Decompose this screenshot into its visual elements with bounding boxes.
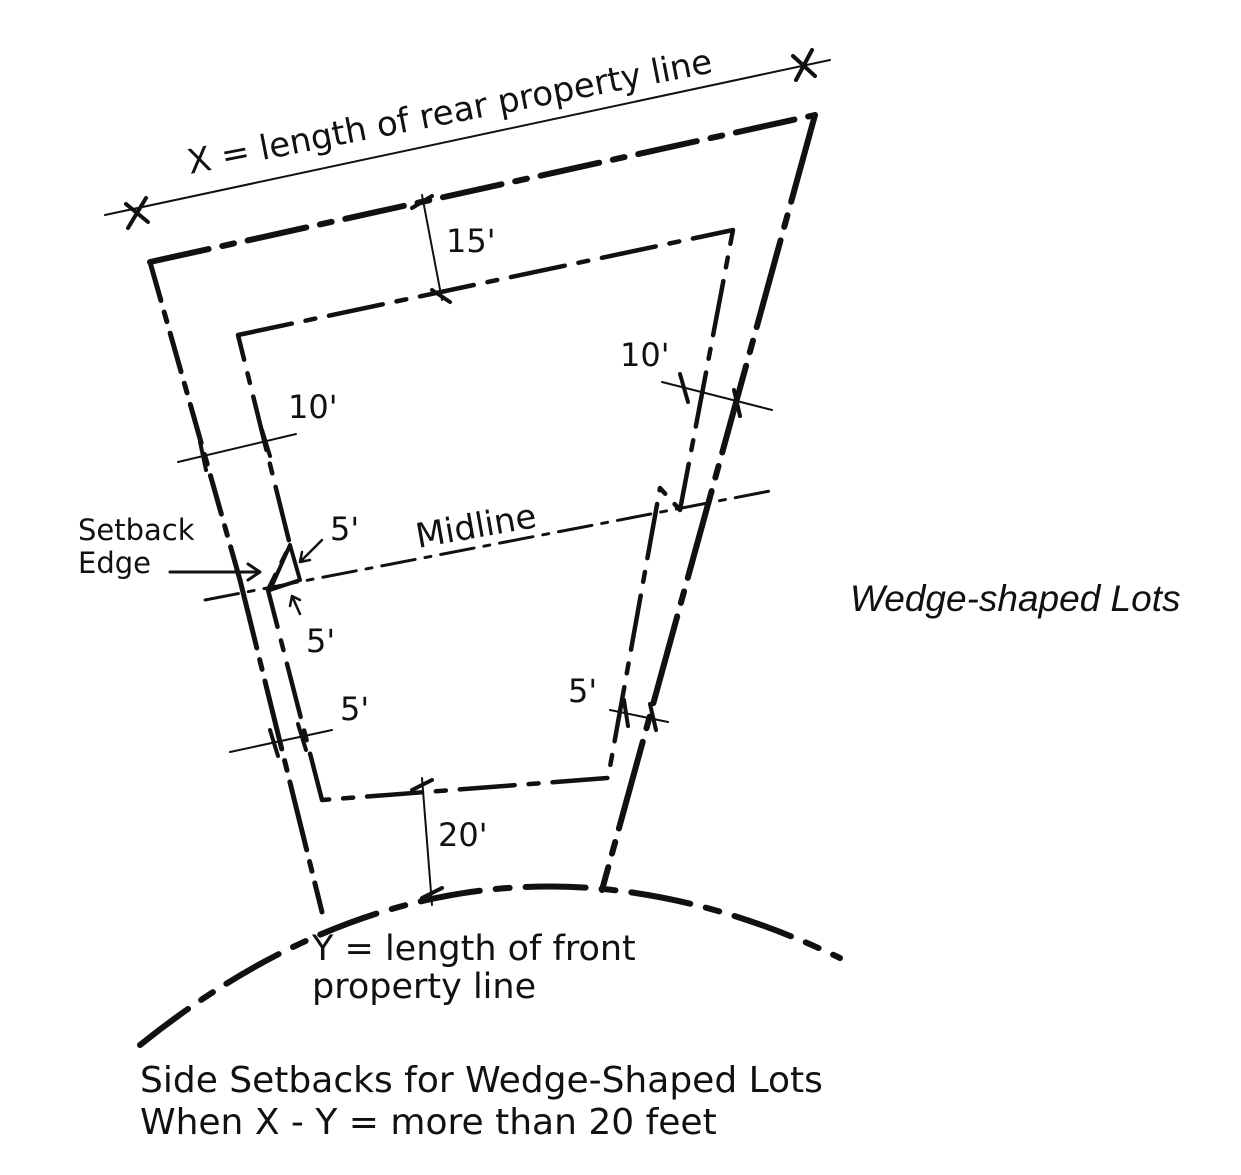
front-setback-label: 20' [438,816,488,854]
right-lower-dim [609,709,669,723]
left-lower-ticks [268,722,308,758]
front-setback-dim [421,777,433,906]
right-upper-ticks [678,372,742,418]
rear-dimension-line [104,59,831,216]
right-upper-setback-label: 10' [620,336,670,374]
rear-dimension-tick-right [791,48,817,82]
left-property-line-lower [237,577,325,915]
jog-triangle [268,543,302,592]
front-line-label-line1: Y = length of front [312,929,636,969]
jog-upper-label: 5' [330,510,359,548]
midline-label: Midline [413,496,540,557]
front-setback-ticks [410,778,444,900]
rear-setback-ticks [410,194,452,304]
caption-line2: When X - Y = more than 20 feet [140,1102,717,1143]
setback-edge-line2: Edge [78,546,151,580]
right-lower-setback-label: 5' [568,672,597,710]
rear-setback-label: 15' [446,222,496,260]
figure-title: Wedge-shaped Lots [850,578,1181,619]
caption-line1: Side Setbacks for Wedge-Shaped Lots [140,1060,823,1101]
setback-edge-arrow [168,562,262,582]
figure-caption: Side Setbacks for Wedge-Shaped Lots When… [140,1060,823,1144]
rear-setback-dim [421,194,443,301]
front-line-label-line2: property line [312,967,537,1007]
front-property-line [137,883,843,1048]
rear-property-line [147,112,818,265]
front-line-label: Y = length of front property line [312,930,636,1006]
left-upper-dim [177,433,297,463]
left-upper-ticks [198,428,272,472]
rear-dimension-tick-left [124,196,150,230]
left-upper-setback-label: 10' [288,388,338,426]
left-lower-dim [229,729,333,753]
midline [203,488,777,602]
left-lower-setback-label-text: 5' [340,690,369,728]
setback-edge-line1: Setback [78,513,195,547]
jog-arrow-lower [288,594,302,616]
setback-edge-label: Setback Edge [78,514,195,580]
right-lower-ticks [622,698,658,732]
jog-lower-label: 5' [306,622,335,660]
left-property-line-upper [147,259,243,583]
rear-line-label: X = length of rear property line [184,42,715,183]
jog-arrow-upper [298,538,324,564]
right-upper-dim [661,381,773,411]
